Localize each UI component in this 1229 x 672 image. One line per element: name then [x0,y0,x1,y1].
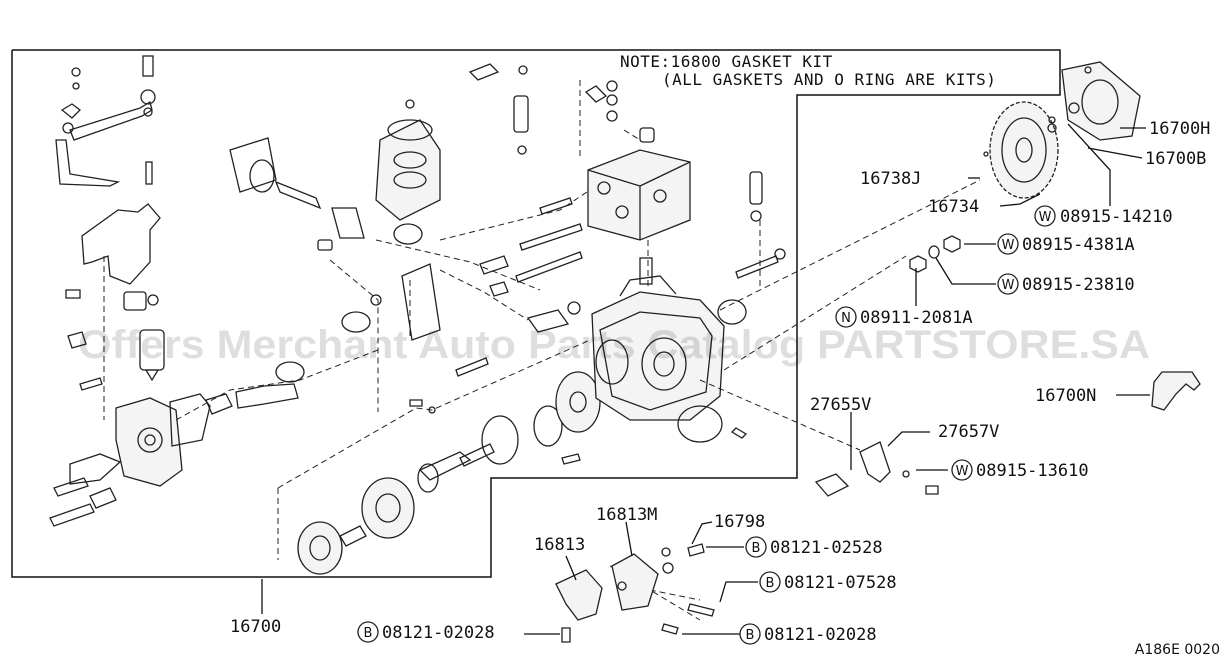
callout-16700b: 16700B [1145,149,1206,169]
timing-gear [983,61,1141,199]
prefix-b-07528: B [766,576,775,591]
small-hardware [409,197,786,465]
governor-cover [49,361,305,527]
callout-16734: 16734 [928,197,979,217]
assembly-frame [11,49,1061,578]
callout-16700h: 16700H [1149,119,1210,139]
callout-08121-02028-left: 08121-02028 [382,623,495,643]
note-line-1: NOTE:16800 GASKET KIT [620,52,833,71]
dashed-guide-lines [103,80,981,621]
governor-linkage [55,55,165,391]
hydraulic-head [468,63,763,285]
drive-shaft-assembly [297,371,601,575]
prefix-w-14210: W [1039,210,1052,225]
callout-16700n: 16700N [1035,386,1096,406]
callout-08915-4381a: 08915-4381A [1022,235,1135,255]
callout-16700: 16700 [230,617,281,637]
prefix-b-02528: B [752,541,761,556]
callout-08121-02028-right: 08121-02028 [764,625,877,645]
callout-16738j: 16738J [860,169,921,189]
callout-16813: 16813 [534,535,585,555]
prefix-b-02028-right: B [746,628,755,643]
callout-08121-07528: 08121-07528 [784,573,897,593]
nuts-washers [909,235,961,273]
prefix-w-4381a: W [1002,238,1015,253]
callout-08121-02528: 08121-02528 [770,538,883,558]
callout-08911-2081a: 08911-2081A [860,308,973,328]
prefix-b-02028-left: B [364,626,373,641]
bracket-16700n [1151,371,1201,411]
callout-27657v: 27657V [938,422,999,442]
leader-lines [261,123,1150,635]
callout-16813m: 16813M [596,505,657,525]
callout-08915-14210: 08915-14210 [1060,207,1173,227]
diagram-code: A186E 0020 [1135,642,1220,658]
watermark: Offers Merchant Auto Parts Catalog PARTS… [78,323,1150,367]
callout-16798: 16798 [714,512,765,532]
callout-27655v: 27655V [810,395,871,415]
note-line-2: (ALL GASKETS AND O RING ARE KITS) [662,70,996,89]
prefix-w-13610: W [956,464,969,479]
prefix-w-23810: W [1002,278,1015,293]
plunger-springs [229,99,441,341]
callout-08915-23810: 08915-23810 [1022,275,1135,295]
solenoid-bracket [814,441,939,497]
pump-body [526,275,747,443]
prefix-circles [357,205,1056,645]
callout-08915-13610: 08915-13610 [976,461,1089,481]
prefix-n-2081a: N [841,311,851,326]
mount-brackets [555,543,715,643]
